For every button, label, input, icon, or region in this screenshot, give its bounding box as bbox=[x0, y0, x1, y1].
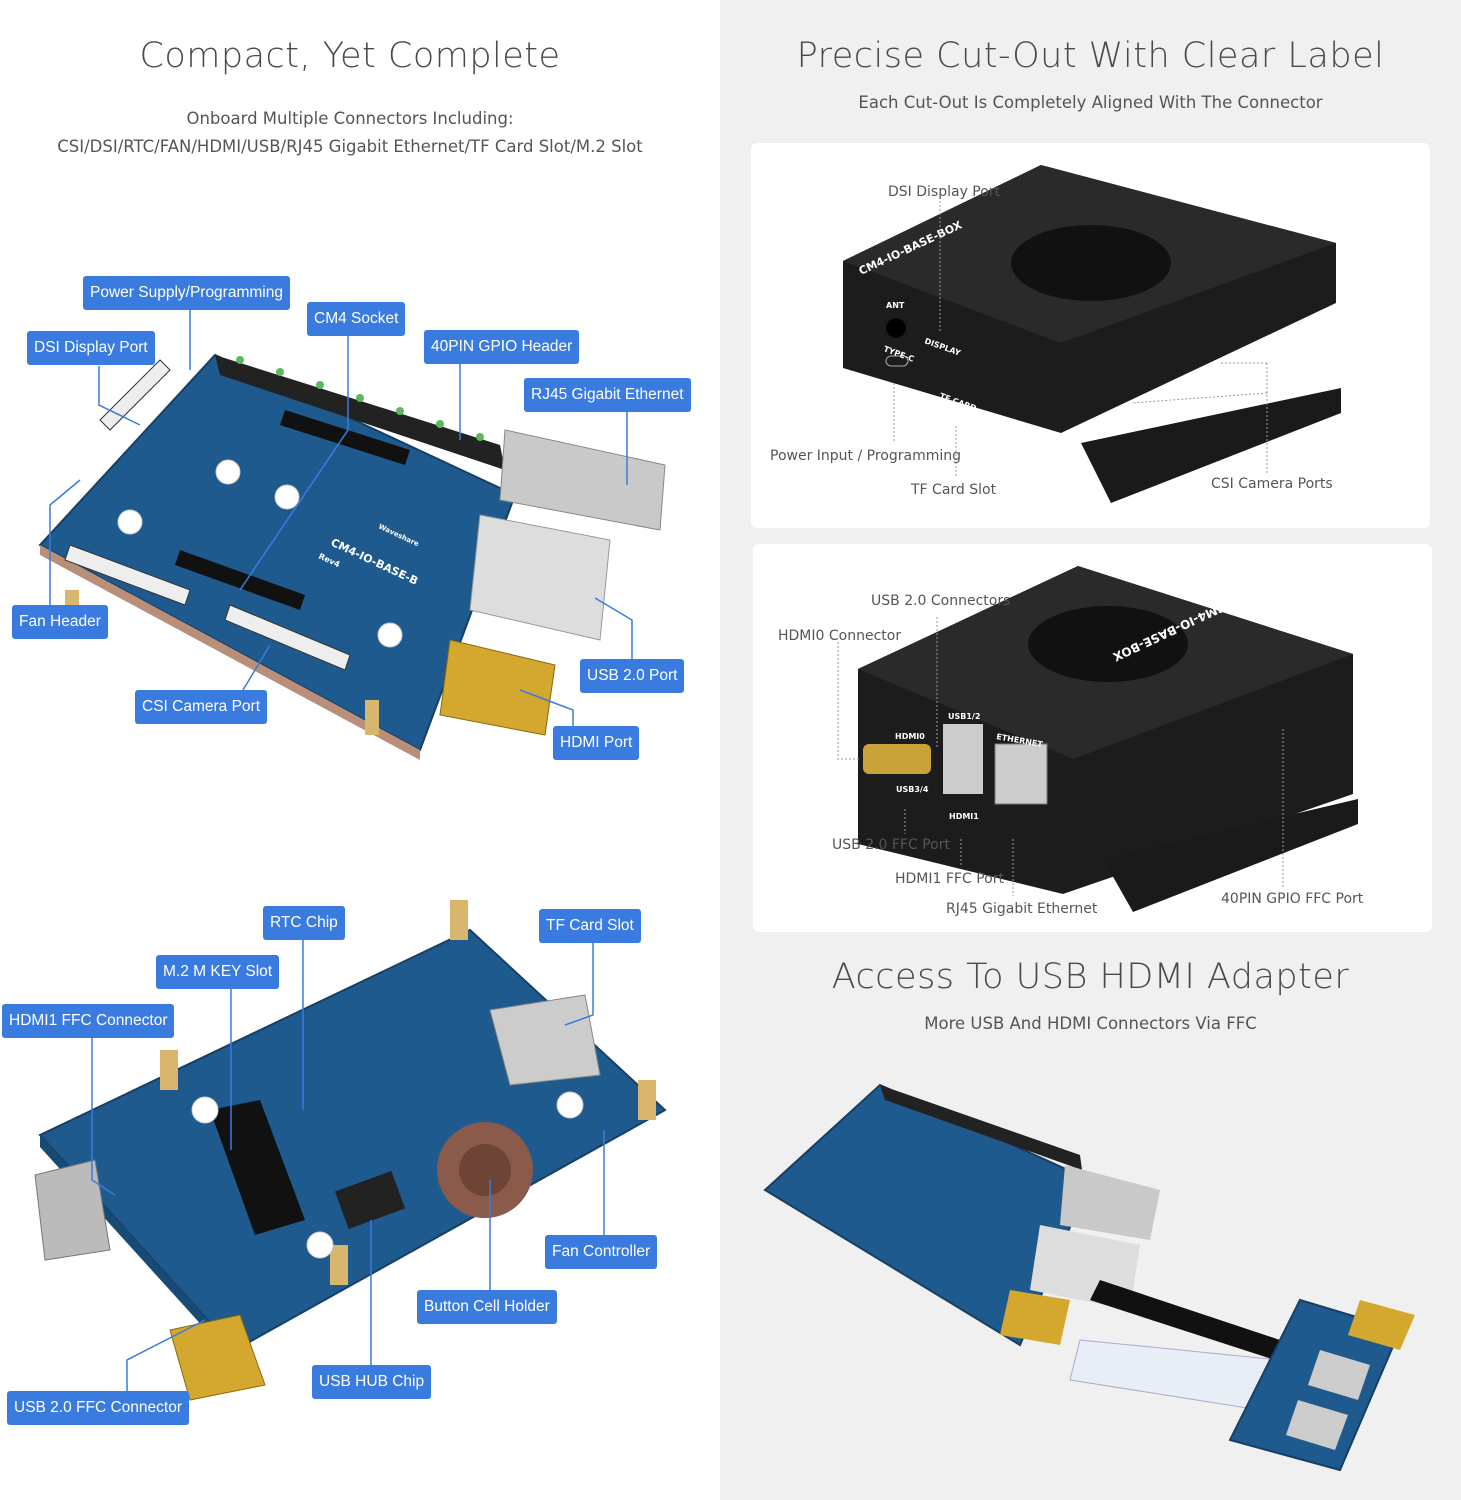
label-button-cell-holder: Button Cell Holder bbox=[417, 1290, 557, 1324]
case-rear-illustration: CM4-IO-BASE-BOX HDMI0 USB1/2 ETHERNET US… bbox=[837, 566, 1358, 912]
cutout-subtitle: Each Cut-Out Is Completely Aligned With … bbox=[858, 93, 1323, 112]
right-panel: Precise Cut-Out With Clear Label Each Cu… bbox=[720, 0, 1461, 1500]
top-board-leader-lines bbox=[49, 310, 633, 726]
cutout-title: Precise Cut-Out With Clear Label bbox=[796, 36, 1385, 76]
silk-ant: ANT bbox=[886, 301, 905, 310]
callout-rj45-ethernet: RJ45 Gigabit Ethernet bbox=[946, 901, 1098, 917]
left-panel: Compact, Yet Complete Onboard Multiple C… bbox=[0, 0, 720, 1500]
label-fan-controller: Fan Controller bbox=[545, 1235, 658, 1269]
silk-usb34: USB3/4 bbox=[896, 785, 929, 794]
label-power-supply: Power Supply/Programming bbox=[83, 276, 290, 310]
callout-usb-connectors: USB 2.0 Connectors bbox=[871, 593, 1011, 609]
label-rtc-chip: RTC Chip bbox=[263, 906, 345, 940]
board-top-illustration: CM4-IO-BASE-B Rev4 Waveshare bbox=[34, 310, 667, 1401]
callout-tf-card-slot: TF Card Slot bbox=[911, 482, 997, 498]
label-hdmi1-ffc: HDMI1 FFC Connector bbox=[2, 1004, 175, 1038]
callout-hdmi0-connector: HDMI0 Connector bbox=[778, 628, 902, 644]
board-with-adapter bbox=[763, 1083, 1415, 1472]
label-usb-ffc-connector: USB 2.0 FFC Connector bbox=[7, 1391, 189, 1425]
label-usb-port: USB 2.0 Port bbox=[580, 659, 685, 693]
callout-usb-ffc-port: USB 2.0 FFC Port bbox=[832, 837, 950, 853]
silk-usb12: USB1/2 bbox=[948, 712, 980, 721]
label-gpio-header: 40PIN GPIO Header bbox=[424, 330, 580, 364]
label-hdmi-port: HDMI Port bbox=[553, 726, 640, 760]
adapter-illustration bbox=[763, 1083, 1415, 1472]
callout-power-input: Power Input / Programming bbox=[770, 448, 962, 464]
left-subtitle-2: CSI/DSI/RTC/FAN/HDMI/USB/RJ45 Gigabit Et… bbox=[57, 137, 643, 156]
label-csi-camera-port: CSI Camera Port bbox=[135, 690, 268, 724]
adapter-subtitle: More USB And HDMI Connectors Via FFC bbox=[924, 1014, 1257, 1033]
adapter-title: Access To USB HDMI Adapter bbox=[831, 957, 1350, 997]
label-rj45-ethernet: RJ45 Gigabit Ethernet bbox=[524, 378, 691, 412]
case-rear-card: CM4-IO-BASE-BOX HDMI0 USB1/2 ETHERNET US… bbox=[753, 544, 1432, 932]
label-usb-hub-chip: USB HUB Chip bbox=[312, 1365, 432, 1399]
left-title: Compact, Yet Complete bbox=[139, 36, 561, 76]
case-front-card: CM4-IO-BASE-BOX ANT TYPE-C DISPLAY TF CA… bbox=[751, 143, 1430, 528]
left-subtitle-1: Onboard Multiple Connectors Including: bbox=[186, 109, 514, 128]
board-bottom bbox=[34, 900, 667, 1401]
case-front-illustration: CM4-IO-BASE-BOX ANT TYPE-C DISPLAY TF CA… bbox=[843, 165, 1341, 503]
callout-gpio-ffc-port: 40PIN GPIO FFC Port bbox=[1221, 891, 1364, 907]
silk-hdmi1: HDMI1 bbox=[949, 812, 979, 821]
callout-csi-camera-ports: CSI Camera Ports bbox=[1211, 476, 1333, 492]
board-top: CM4-IO-BASE-B Rev4 Waveshare bbox=[38, 353, 666, 760]
bottom-board-leader-lines bbox=[91, 940, 605, 1391]
label-dsi-display-port: DSI Display Port bbox=[27, 331, 155, 365]
callout-hdmi1-ffc-port: HDMI1 FFC Port bbox=[895, 871, 1004, 887]
label-fan-header: Fan Header bbox=[12, 605, 108, 639]
label-cm4-socket: CM4 Socket bbox=[307, 302, 406, 336]
label-tf-card-slot: TF Card Slot bbox=[539, 909, 641, 943]
silk-hdmi0: HDMI0 bbox=[895, 732, 925, 741]
callout-dsi-display-port: DSI Display Port bbox=[888, 184, 1001, 200]
label-m2-slot: M.2 M KEY Slot bbox=[156, 955, 280, 989]
